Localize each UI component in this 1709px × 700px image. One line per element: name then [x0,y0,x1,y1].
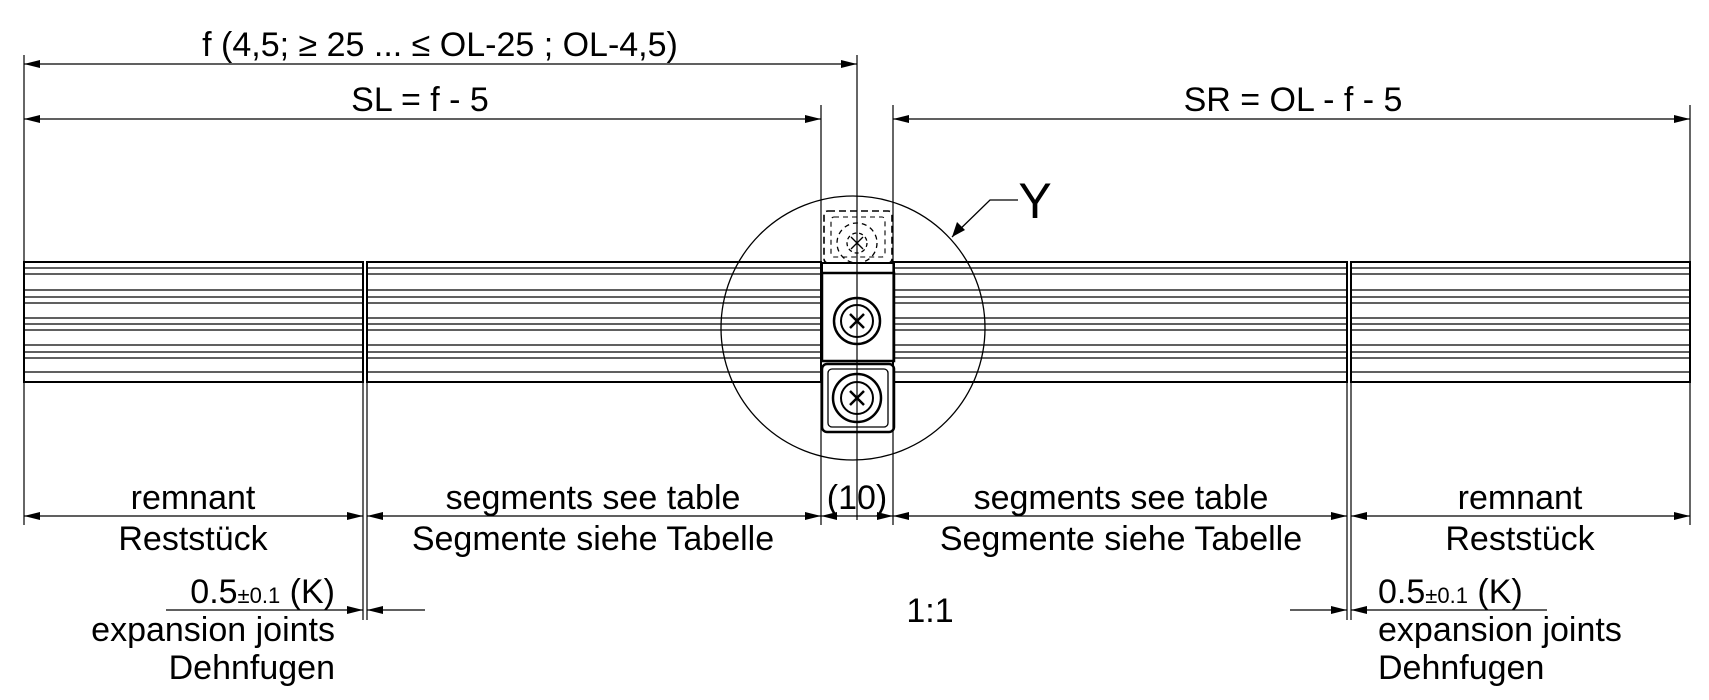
left-joint-tolerance: 0.5±0.1 (K) [190,573,335,611]
left-joint-suffix: (K) [290,573,335,611]
right-joint-de: Dehnfugen [1378,649,1544,687]
right-joint-suffix: (K) [1477,573,1522,611]
rail-segment-left [366,261,822,383]
rail-profile [23,261,1691,383]
left-joint-tol: ±0.1 [238,583,281,608]
left-segments-de: Segmente siehe Tabelle [412,520,774,558]
right-remnant-en: remnant [1458,479,1583,517]
dim-sr-label: SR = OL - f - 5 [1184,81,1403,119]
extension-lines [23,55,1691,620]
detail-leader [951,199,1018,238]
clamp-upper-dashed [823,210,893,264]
left-joint-de: Dehnfugen [169,649,335,687]
clamp-assembly [820,55,896,520]
detail-leader-arrow [952,222,965,237]
left-remnant-en: remnant [131,479,256,517]
left-joint-en: expansion joints [91,611,335,649]
dim-sl-label: SL = f - 5 [351,81,489,119]
dim-f-label: f (4,5; ≥ 25 ... ≤ OL-25 ; OL-4,5) [202,26,678,64]
scale-label: 1:1 [906,592,953,630]
right-joint-en: expansion joints [1378,611,1622,649]
detail-circle [720,195,986,461]
rail-segment-left-remnant [23,261,364,383]
right-segments-en: segments see table [974,479,1269,517]
detail-marker-label: Y [1018,173,1051,229]
rail-segment-right-remnant [1350,261,1691,383]
right-joint-tol: ±0.1 [1425,583,1468,608]
right-joint-value: 0.5 [1378,573,1425,611]
rail-segment-right [892,261,1348,383]
left-segments-en: segments see table [446,479,741,517]
left-remnant-de: Reststück [118,520,268,558]
right-joint-tolerance: 0.5±0.1 (K) [1378,573,1523,611]
right-segments-de: Segmente siehe Tabelle [940,520,1302,558]
right-remnant-de: Reststück [1445,520,1595,558]
left-joint-value: 0.5 [190,573,237,611]
clamp-middle [821,262,895,274]
dimension-lines [24,60,1690,614]
gap-label: (10) [827,479,887,517]
